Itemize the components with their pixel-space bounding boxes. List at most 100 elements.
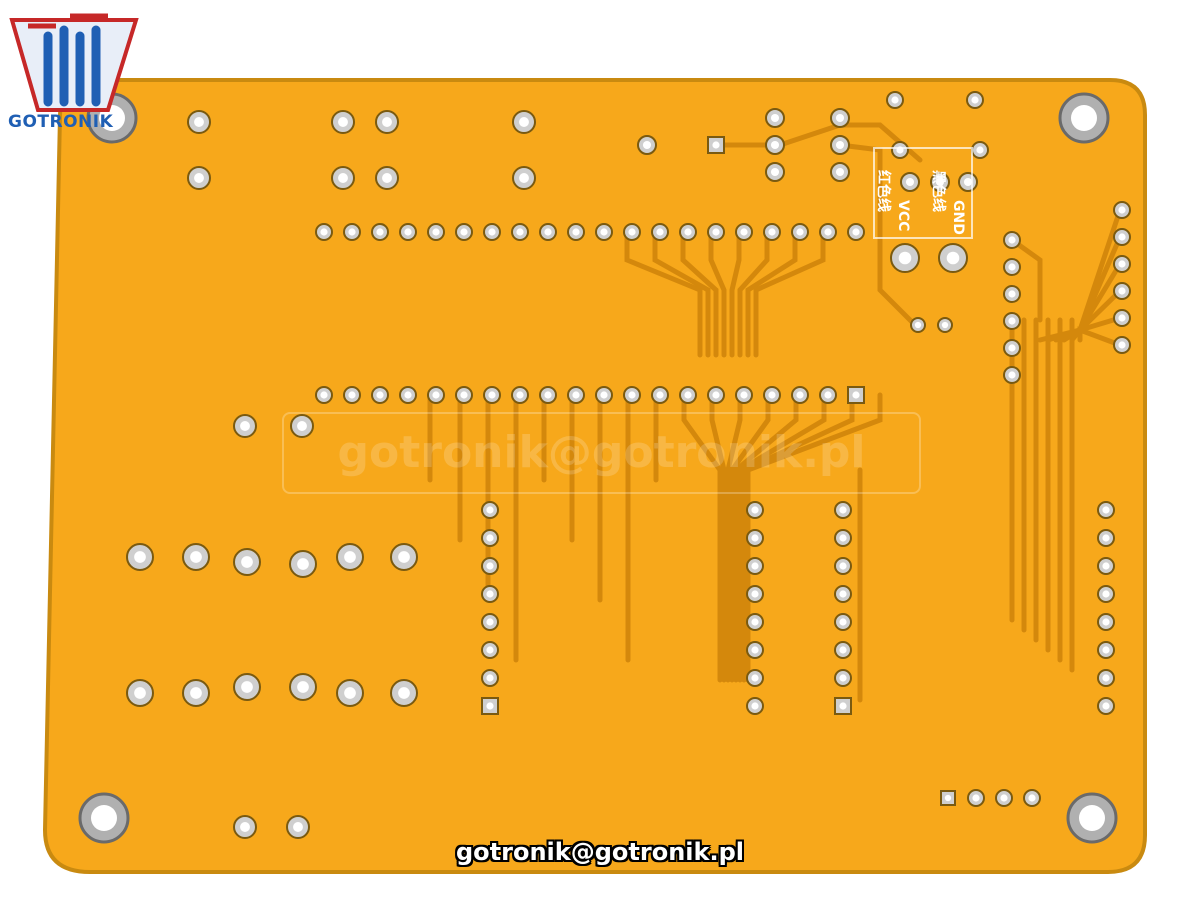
pad-hole [1118,233,1126,241]
pad-hole [297,681,309,693]
pad-hole [240,822,250,832]
pad-hole [712,141,720,149]
trace [681,392,723,683]
trace [652,229,711,358]
pad-hole [898,251,912,265]
pad-hole [835,140,845,150]
pad-hole [642,140,652,150]
pad-hole [684,228,692,236]
pad-hole [972,794,980,802]
pad-hole [398,687,410,699]
silkscreen-box [873,147,973,239]
pad-hole [1102,702,1110,710]
pad-hole [1000,794,1008,802]
pad-hole [712,391,720,399]
mounting-hole-drill [1071,105,1097,131]
pad-hole [1102,590,1110,598]
pad-hole [944,794,952,802]
mounting-hole-drill [1079,805,1105,831]
pad-hole [382,173,392,183]
trace [725,392,743,683]
pad-hole [656,391,664,399]
pad-hole [516,391,524,399]
pad-hole [935,177,945,187]
trace [680,229,719,358]
pad-hole [656,228,664,236]
pad-hole [1118,260,1126,268]
pads [126,91,1131,839]
pad-hole [839,590,847,598]
pad-hole [1118,287,1126,295]
pad-hole [376,228,384,236]
pad-hole [486,534,494,542]
pad-hole [398,551,410,563]
pad-hole [190,551,202,563]
pad-hole [852,391,860,399]
pad-hole [1118,341,1126,349]
pad-hole [770,113,780,123]
pad-hole [1028,794,1036,802]
pad-hole [297,421,307,431]
pad-hole [1008,236,1016,244]
pad-hole [572,391,580,399]
pad-hole [740,228,748,236]
pad-hole [941,321,949,329]
pad-hole [684,391,692,399]
pad-hole [628,391,636,399]
pad-hole [297,558,309,570]
pad-hole [751,646,759,654]
pad-hole [971,96,979,104]
pad-hole [963,177,973,187]
pad-hole [572,228,580,236]
trace [729,229,742,358]
trace [741,392,855,683]
pad-hole [460,391,468,399]
pad-hole [824,228,832,236]
pad-hole [240,421,250,431]
pad-hole [751,562,759,570]
pad-hole [344,687,356,699]
pad-hole [600,391,608,399]
pad-hole [751,618,759,626]
trace [753,229,826,358]
pad-hole [348,391,356,399]
pad-hole [134,551,146,563]
pad-hole [839,506,847,514]
pad-hole [1118,206,1126,214]
pad-hole [1102,562,1110,570]
pad-hole [293,822,303,832]
pad-hole [544,391,552,399]
pad-hole [770,140,780,150]
pad-hole [486,646,494,654]
pad-hole [348,228,356,236]
pad-hole [1102,646,1110,654]
pad-hole [768,391,776,399]
pad-hole [516,228,524,236]
pad-hole [914,321,922,329]
pad-hole [1008,290,1016,298]
trace [745,392,883,683]
pad-hole [751,590,759,598]
pad-hole [404,228,412,236]
pad-hole [1102,618,1110,626]
pad-hole [1008,344,1016,352]
pad-hole [486,702,494,710]
pad-hole [432,391,440,399]
pad-hole [432,228,440,236]
mounting-hole-drill [91,805,117,831]
trace [745,229,798,358]
pad-hole [891,96,899,104]
pad-hole [1102,534,1110,542]
pad-hole [486,590,494,598]
pad-hole [344,551,356,563]
pad-hole [839,702,847,710]
pad-hole [839,534,847,542]
trace [837,142,918,328]
pad-hole [320,228,328,236]
trace [733,392,799,683]
pad-hole [824,391,832,399]
pad-hole [320,391,328,399]
pad-hole [338,173,348,183]
